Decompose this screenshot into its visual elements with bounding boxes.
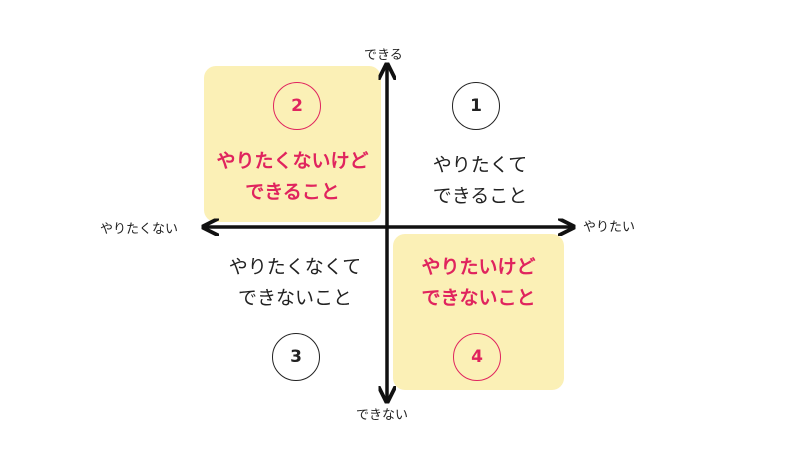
quadrant-3-line-2: できないこと	[237, 287, 352, 309]
axis-label-right: やりたい	[583, 220, 636, 235]
quadrant-1-line-2: できること	[432, 185, 528, 207]
quadrant-4-line-2: できないこと	[421, 287, 536, 309]
quadrant-2-number-badge: 2	[273, 82, 321, 130]
quadrant-2-line-2: できること	[245, 181, 340, 203]
quadrant-1-line-1: やりたくて	[432, 154, 528, 176]
quadrant-3-number-badge: 3	[272, 333, 320, 381]
quadrant-1-number-badge: 1	[452, 82, 500, 130]
quadrant-4-number-badge: 4	[453, 333, 501, 381]
quadrant-1-text: やりたくて できること	[400, 150, 560, 212]
axis-label-bottom: できない	[356, 408, 409, 423]
axis-label-left: やりたくない	[100, 222, 179, 237]
axis-label-top: できる	[364, 48, 403, 63]
quadrant-3-line-1: やりたくなくて	[228, 256, 362, 278]
quadrant-4-line-1: やりたいけど	[421, 256, 536, 278]
quadrant-3-text: やりたくなくて できないこと	[210, 252, 380, 314]
quadrant-2-text: やりたくないけど できること	[204, 146, 381, 208]
quadrant-2-line-1: やりたくないけど	[216, 150, 369, 172]
quadrant-4-text: やりたいけど できないこと	[393, 252, 564, 314]
